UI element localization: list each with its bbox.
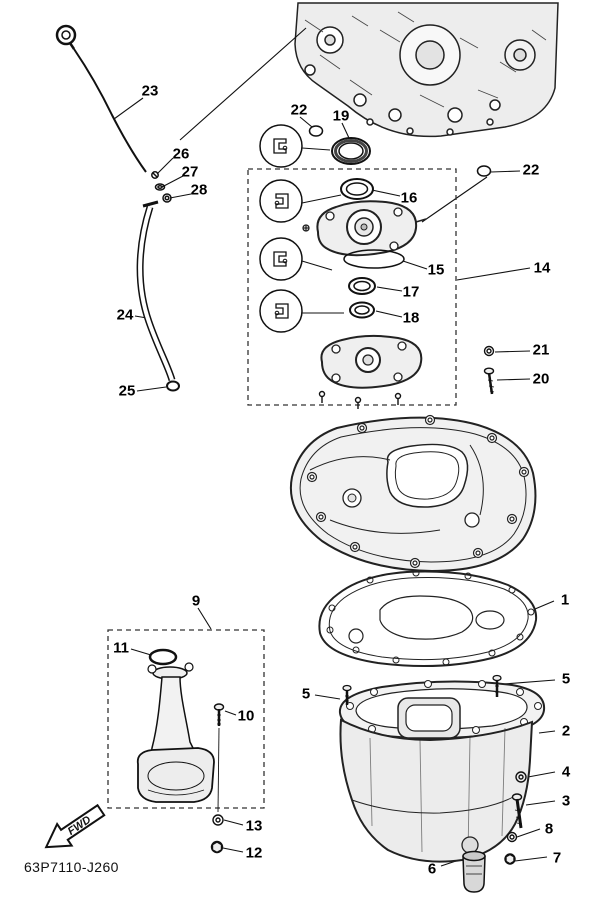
washer-8	[506, 831, 518, 843]
grommet-28	[162, 193, 172, 203]
part-number-5: 5	[301, 685, 311, 703]
bolt-12	[210, 840, 224, 854]
part-number-9: 9	[191, 592, 201, 610]
pump-detail-box	[247, 168, 457, 406]
pump-cover-screws	[318, 390, 402, 409]
part-number-2: 2	[561, 722, 571, 740]
part-number-27: 27	[181, 163, 199, 181]
oil-pan-gasket	[318, 569, 538, 668]
part-number-24: 24	[116, 306, 134, 324]
part-number-3: 3	[561, 792, 571, 810]
seal-detail-4	[259, 289, 344, 333]
oil-pump-body	[302, 200, 427, 257]
bolt-7	[504, 853, 516, 865]
seal-detail-callouts	[259, 124, 344, 333]
bolt-5-right	[492, 674, 502, 697]
part-number-13: 13	[245, 817, 263, 835]
o-ring-22-right	[476, 165, 492, 177]
bolt-20	[483, 367, 495, 395]
seal-ring-19	[331, 137, 371, 165]
anode-6	[462, 850, 486, 893]
dipstick-handle	[55, 24, 77, 50]
part-number-23: 23	[141, 82, 159, 100]
pump-screw	[302, 224, 310, 232]
part-number-26: 26	[172, 145, 190, 163]
dipstick-assembly	[55, 24, 180, 392]
bolt-5-left	[342, 684, 352, 705]
snap-ring-15	[343, 249, 405, 269]
o-ring-25	[166, 380, 180, 392]
part-number-20: 20	[532, 370, 550, 388]
diagram-code: 63P7110-J260	[24, 859, 119, 875]
dipstick-tube	[136, 200, 176, 382]
part-number-7: 7	[552, 849, 562, 867]
fwd-arrow-icon: FWD	[44, 803, 106, 849]
dipstick-screw-26	[151, 171, 159, 179]
part-number-1: 1	[560, 591, 570, 609]
part-number-28: 28	[190, 181, 208, 199]
part-number-15: 15	[427, 261, 445, 279]
o-ring-11	[148, 648, 178, 666]
leader-lines	[113, 27, 556, 867]
seal-detail-3	[259, 237, 333, 281]
part-number-14: 14	[533, 259, 551, 277]
o-ring-22-left	[308, 125, 324, 137]
part-number-21: 21	[532, 341, 550, 359]
part-number-8: 8	[544, 820, 554, 838]
dipstick-rod	[73, 48, 147, 173]
upper-oil-pan	[289, 414, 537, 573]
o-ring-17	[348, 277, 376, 295]
screw-21	[483, 345, 495, 357]
bolt-3	[511, 793, 523, 829]
part-number-6: 6	[427, 860, 437, 878]
oil-strainer-assembly	[136, 648, 215, 803]
part-number-4: 4	[561, 763, 571, 781]
o-ring-16	[340, 178, 374, 200]
strainer-detail-box	[107, 629, 265, 809]
part-number-25: 25	[118, 382, 136, 400]
part-number-10: 10	[237, 707, 255, 725]
seal-detail-1	[259, 124, 331, 168]
part-number-5: 5	[561, 670, 571, 688]
pump-cover-plate	[320, 334, 423, 389]
part-number-17: 17	[402, 283, 420, 301]
part-number-11: 11	[113, 639, 129, 657]
part-number-18: 18	[402, 309, 420, 327]
o-ring-18	[349, 301, 375, 319]
part-number-12: 12	[245, 844, 263, 862]
seal-detail-2	[259, 179, 342, 223]
part-number-22: 22	[522, 161, 540, 179]
washer-27	[154, 183, 166, 191]
part-number-16: 16	[400, 189, 418, 207]
bolt-10	[213, 703, 225, 813]
washer-4	[515, 771, 527, 783]
engine-block	[294, 2, 559, 138]
part-number-19: 19	[332, 107, 350, 125]
lower-oil-pan	[338, 680, 546, 863]
part-number-22: 22	[290, 101, 308, 119]
washer-13	[212, 814, 224, 826]
